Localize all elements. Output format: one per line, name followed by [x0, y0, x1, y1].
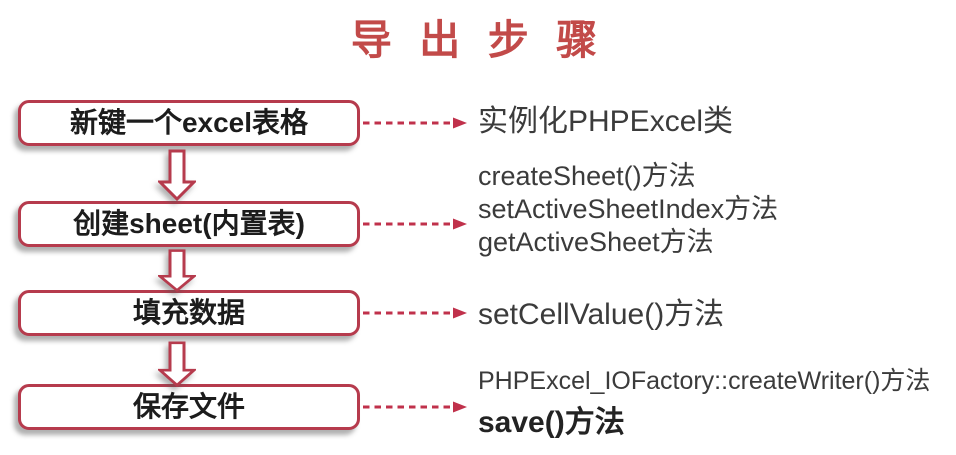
desc-line: setCellValue()方法: [478, 298, 725, 331]
desc-line: createSheet()方法: [478, 161, 696, 191]
flow-step-3-label: 填充数据: [132, 297, 245, 328]
page-title: 导 出 步 骤: [350, 17, 606, 63]
desc-line: save()方法: [478, 405, 625, 439]
dashed-arrow-icon: [363, 218, 467, 230]
desc-step-2: createSheet()方法 setActiveSheetIndex方法 ge…: [478, 160, 778, 259]
flow-step-1-label: 新键一个excel表格: [69, 107, 309, 138]
desc-line: getActiveSheet方法: [478, 227, 714, 257]
down-arrow-icon: [158, 341, 196, 387]
flow-step-1-box: 新键一个excel表格: [18, 100, 360, 146]
flow-step-2-box: 创建sheet(内置表): [18, 201, 360, 247]
dashed-arrow-icon: [363, 401, 467, 413]
flow-step-2-label: 创建sheet(内置表): [73, 208, 305, 239]
flow-step-4-label: 保存文件: [132, 391, 245, 422]
desc-step-4: PHPExcel_IOFactory::createWriter()方法 sav…: [478, 366, 930, 441]
desc-step-3: setCellValue()方法: [478, 297, 724, 334]
desc-line: setActiveSheetIndex方法: [478, 194, 779, 224]
desc-line: 实例化PHPExcel类: [478, 105, 734, 138]
dashed-arrow-icon: [363, 307, 467, 319]
down-arrow-icon: [158, 249, 196, 292]
flow-step-3-box: 填充数据: [18, 290, 360, 336]
dashed-arrow-icon: [363, 117, 467, 129]
flow-step-4-box: 保存文件: [18, 384, 360, 430]
down-arrow-icon: [158, 149, 196, 201]
desc-line: PHPExcel_IOFactory::createWriter()方法: [478, 367, 931, 395]
desc-step-1: 实例化PHPExcel类: [478, 104, 733, 141]
